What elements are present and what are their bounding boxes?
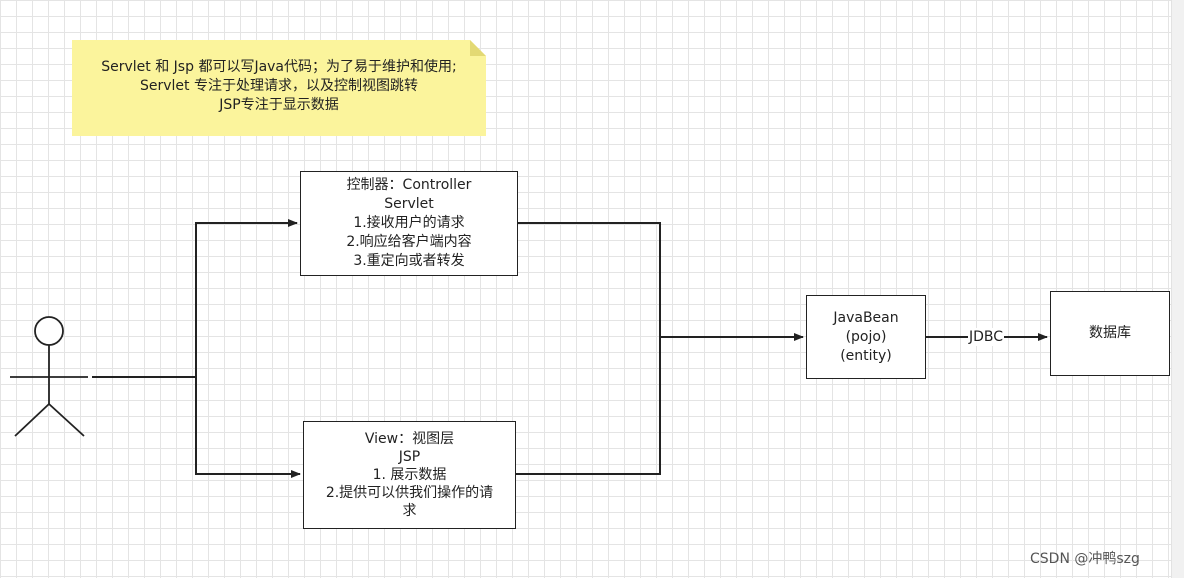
- controller-box: 控制器：Controller Servlet 1.接收用户的请求 2.响应给客户…: [300, 171, 518, 276]
- right-scroll-strip: [1171, 0, 1184, 578]
- controller-subtitle: Servlet: [384, 196, 434, 212]
- actor-head: [34, 316, 64, 346]
- actor-to-controller-connector: [92, 219, 298, 378]
- javabean-entity-label: (entity): [840, 347, 892, 364]
- controller-title: 控制器：Controller: [346, 177, 472, 193]
- view-box: View：视图层 JSP 1. 展示数据 2.提供可以供我们操作的请 求: [303, 421, 516, 529]
- controller-item-2: 2.响应给客户端内容: [346, 234, 472, 250]
- database-label: 数据库: [1089, 325, 1131, 341]
- controller-to-javabean-connector: [518, 222, 804, 341]
- view-item-2: 2.提供可以供我们操作的请: [325, 485, 494, 501]
- actor-right-leg: [48, 403, 85, 437]
- view-title: View：视图层: [364, 431, 455, 447]
- sticky-note: [72, 40, 486, 136]
- jdbc-connector-label: JDBC: [968, 328, 1005, 346]
- javabean-title: JavaBean: [833, 309, 899, 326]
- sticky-note-text: Servlet 和 Jsp 都可以写Java代码；为了易于维护和使用; Serv…: [72, 58, 486, 115]
- note-line-1: Servlet 和 Jsp 都可以写Java代码；为了易于维护和使用;: [101, 59, 457, 75]
- javabean-pojo-label: (pojo): [845, 328, 887, 345]
- note-line-3: JSP专注于显示数据: [219, 97, 339, 113]
- controller-item-1: 1.接收用户的请求: [353, 215, 465, 231]
- controller-item-3: 3.重定向或者转发: [353, 253, 465, 269]
- actor-left-leg: [14, 403, 50, 437]
- database-box: 数据库: [1050, 291, 1170, 376]
- note-line-2: Servlet 专注于处理请求，以及控制视图跳转: [140, 78, 418, 94]
- view-to-javabean-connector: [516, 337, 661, 475]
- user-actor-figure: [10, 316, 88, 437]
- javabean-box: JavaBean (pojo) (entity): [806, 295, 926, 379]
- view-subtitle: JSP: [398, 449, 421, 465]
- view-item-2-continued: 求: [402, 503, 417, 519]
- watermark: CSDN @冲鸭szg: [1030, 551, 1140, 567]
- actor-to-view-connector: [195, 377, 301, 478]
- view-item-1: 1. 展示数据: [372, 467, 447, 483]
